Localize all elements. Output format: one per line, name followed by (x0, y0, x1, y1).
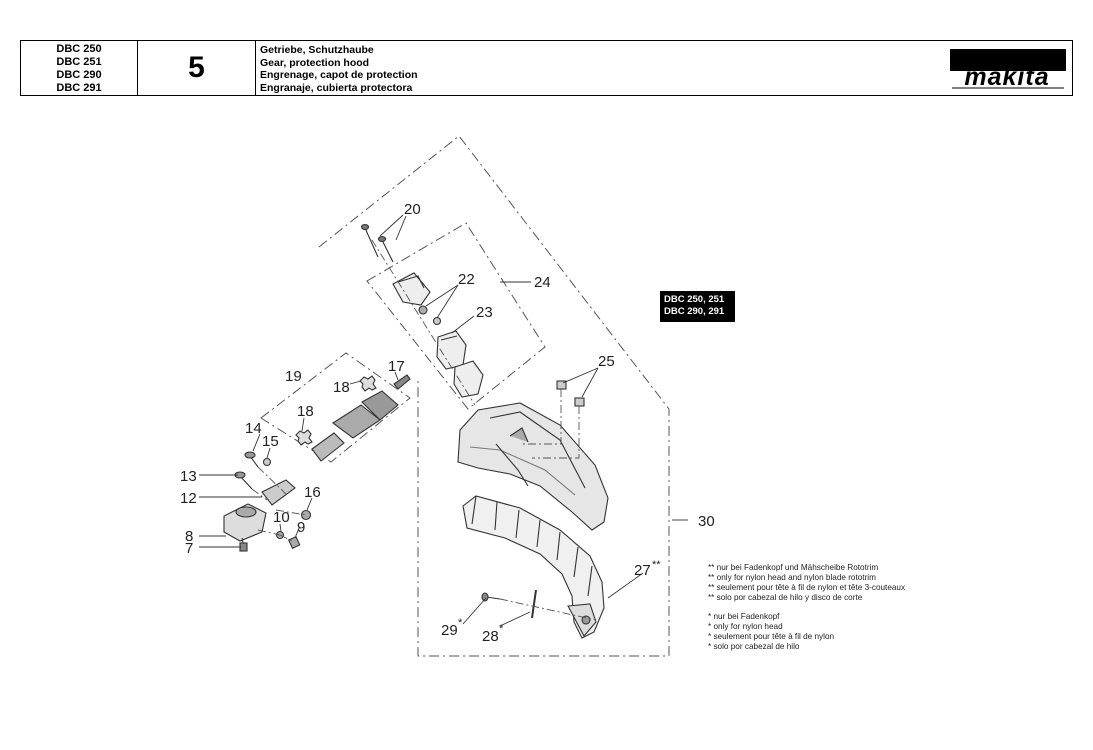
model-badge: DBC 250, 251 DBC 290, 291 (660, 291, 735, 322)
screw-9 (287, 535, 301, 549)
group-outline-19 (260, 352, 411, 463)
callout-25: 25 (598, 353, 615, 370)
note-single-es: * solo por cabezal de hilo (708, 642, 800, 651)
nut-16 (300, 509, 312, 521)
callout-18-upper: 18 (333, 379, 350, 396)
washer-15 (262, 457, 272, 467)
clamp-lower (453, 360, 484, 398)
callout-12: 12 (180, 490, 197, 507)
callout-19: 19 (285, 368, 302, 385)
callout-8: 8 (185, 528, 193, 545)
header-table: DBC 250 DBC 251 DBC 290 DBC 291 5 Getrie… (20, 40, 1073, 96)
note-double-en: ** only for nylon head and nylon blade r… (708, 573, 876, 582)
callout-27-mark: ** (652, 559, 661, 571)
callout-28: 28 (482, 628, 499, 645)
callout-28-mark: * (499, 623, 504, 635)
model-name: DBC 250 (56, 43, 102, 55)
screw-20 (360, 223, 394, 263)
screw-13 (234, 471, 253, 490)
callout-23: 23 (476, 304, 493, 321)
model-badge-line: DBC 290, 291 (664, 306, 725, 317)
callout-15: 15 (262, 433, 279, 450)
callout-18-lower: 18 (297, 403, 314, 420)
title-de: Getriebe, Schutzhaube (260, 44, 374, 56)
star-washer-18a (359, 375, 377, 392)
drive-shaft-tube (311, 374, 411, 462)
note-double-de: ** nur bei Fadenkopf und Mähscheibe Roto… (708, 563, 879, 572)
model-badge-line: DBC 250, 251 (664, 294, 725, 305)
callout-20: 20 (404, 201, 421, 218)
callout-10: 10 (273, 509, 290, 526)
note-single-fr: * seulement pour tête à fil de nylon (708, 632, 835, 641)
bracket-12 (261, 479, 296, 506)
cutting-blade-28 (531, 589, 537, 619)
note-double-es: ** solo por cabezal de hilo y disco de c… (708, 593, 863, 602)
callout-29-mark: * (458, 617, 463, 629)
section-titles: Getriebe, Schutzhaube Gear, protection h… (256, 41, 944, 95)
brand-cell: makita (944, 41, 1072, 95)
note-single-de: * nur bei Fadenkopf (708, 612, 780, 621)
title-fr: Engrenage, capot de protection (260, 69, 418, 81)
group-outline-inner (366, 222, 546, 410)
callout-16: 16 (304, 484, 321, 501)
callout-13: 13 (180, 468, 197, 485)
logo-wordmark: makita (964, 63, 1049, 91)
washer-22 (418, 305, 428, 315)
model-name: DBC 290 (56, 69, 102, 81)
callout-9: 9 (297, 519, 305, 536)
title-en: Gear, protection hood (260, 56, 370, 69)
model-name: DBC 291 (56, 82, 102, 94)
callout-27: 27 (634, 562, 651, 579)
note-double-fr: ** seulement pour tête à fil de nylon et… (708, 583, 906, 592)
gear-head (223, 503, 267, 552)
logo-bar (950, 49, 1066, 71)
clamp-23 (436, 330, 467, 370)
makita-logo: makita (950, 49, 1066, 91)
note-single-en: * only for nylon head (708, 622, 783, 631)
group-outline-main (318, 135, 670, 657)
model-name: DBC 251 (56, 56, 102, 68)
callout-7: 7 (185, 540, 193, 557)
section-number: 5 (188, 51, 205, 84)
title-es: Engranaje, cubierta protectora (260, 81, 413, 94)
nut-25a (556, 380, 567, 390)
callout-29: 29 (441, 622, 458, 639)
protection-hood (457, 402, 609, 639)
screw-14 (244, 451, 259, 468)
section-number-cell: 5 (138, 41, 256, 95)
callout-30: 30 (698, 513, 715, 530)
model-list: DBC 250 DBC 251 DBC 290 DBC 291 (21, 41, 138, 95)
star-washer-18b (295, 429, 313, 446)
washer-22b (432, 316, 442, 326)
callout-24: 24 (534, 274, 551, 291)
footnotes: ** nur bei Fadenkopf und Mähscheibe Roto… (708, 563, 905, 652)
callout-17: 17 (388, 358, 405, 375)
screw-29 (481, 592, 501, 602)
nut-25b (574, 397, 585, 407)
callout-22: 22 (458, 271, 475, 288)
callout-14: 14 (245, 420, 262, 437)
